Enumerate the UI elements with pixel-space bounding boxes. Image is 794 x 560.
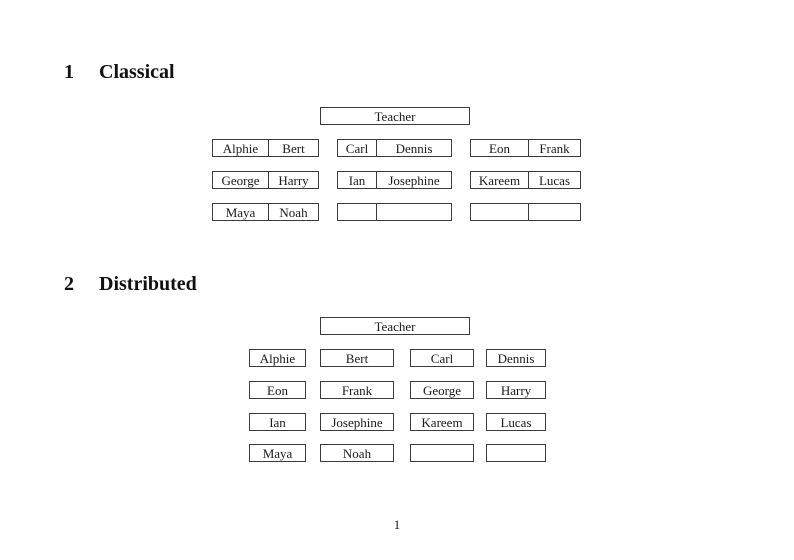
desk-box: Josephine [320, 413, 394, 431]
student-cell: Maya [213, 204, 269, 220]
teacher-box-classical: Teacher [320, 107, 470, 125]
desk-pair: Carl Dennis [337, 139, 452, 157]
desk-box-empty [410, 444, 474, 462]
student-cell: Noah [279, 204, 308, 220]
desk-pair: Maya Noah [212, 203, 319, 221]
student-cell: Alphie [213, 140, 269, 156]
desk-pair: Eon Frank [470, 139, 581, 157]
desk-box: Noah [320, 444, 394, 462]
section-heading-distributed: 2 Distributed [64, 273, 197, 296]
student-cell: Bert [282, 140, 305, 156]
desk-pair-empty [337, 203, 452, 221]
desk-pair: Kareem Lucas [470, 171, 581, 189]
desk-box: Lucas [486, 413, 546, 431]
desk-box: Bert [320, 349, 394, 367]
desk-box: Maya [249, 444, 306, 462]
student-cell: Eon [471, 140, 529, 156]
student-cell: Ian [338, 172, 377, 188]
section-heading-classical: 1 Classical [64, 61, 175, 84]
student-cell: Josephine [388, 172, 440, 188]
section-number: 1 [64, 61, 74, 83]
desk-box: Kareem [410, 413, 474, 431]
student-cell: Kareem [471, 172, 529, 188]
desk-box: Carl [410, 349, 474, 367]
desk-box: Eon [249, 381, 306, 399]
student-cell-empty [377, 204, 451, 220]
section-number: 2 [64, 273, 74, 295]
student-cell: Carl [338, 140, 377, 156]
page-number: 1 [393, 517, 401, 532]
desk-pair-empty [470, 203, 581, 221]
student-cell: George [213, 172, 269, 188]
desk-box-empty [486, 444, 546, 462]
student-cell: Dennis [395, 140, 433, 156]
desk-box: George [410, 381, 474, 399]
teacher-label: Teacher [374, 108, 416, 124]
desk-box: Alphie [249, 349, 306, 367]
student-cell-empty [529, 204, 580, 220]
teacher-label: Teacher [374, 318, 416, 334]
desk-box: Frank [320, 381, 394, 399]
section-title: Classical [99, 61, 175, 83]
desk-pair: George Harry [212, 171, 319, 189]
desk-pair: Alphie Bert [212, 139, 319, 157]
student-cell-empty [338, 204, 377, 220]
student-cell: Lucas [538, 172, 571, 188]
student-cell: Frank [539, 140, 570, 156]
teacher-box-distributed: Teacher [320, 317, 470, 335]
desk-pair: Ian Josephine [337, 171, 452, 189]
desk-box: Dennis [486, 349, 546, 367]
desk-box: Ian [249, 413, 306, 431]
section-title: Distributed [99, 273, 197, 295]
student-cell-empty [471, 204, 529, 220]
desk-box: Harry [486, 381, 546, 399]
student-cell: Harry [278, 172, 309, 188]
